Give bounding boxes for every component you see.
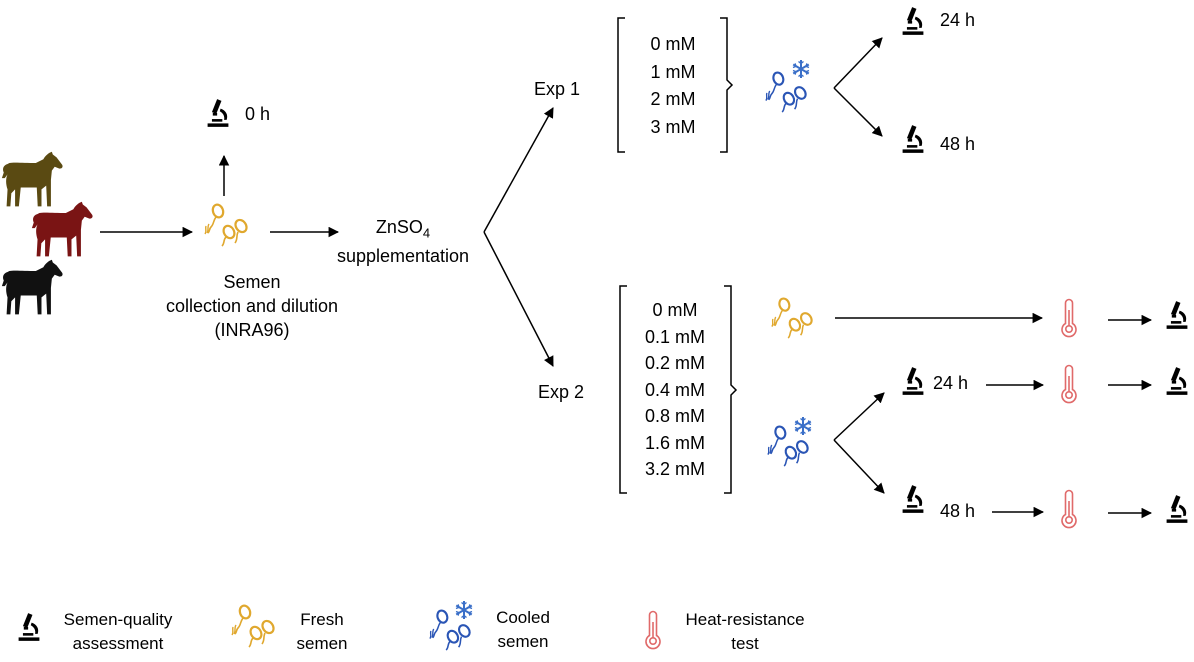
- supplementation-word: supplementation: [336, 245, 470, 266]
- exp1-concentration-list: 0 mM 1 mM 2 mM 3 mM: [623, 31, 723, 141]
- sperm-icon: [770, 296, 814, 340]
- thermometer-icon: [1061, 489, 1077, 529]
- snowflake-icon: [455, 600, 473, 620]
- concentration-item: 3 mM: [650, 116, 696, 137]
- microscope-icon: [902, 485, 924, 513]
- microscope-icon: [18, 613, 40, 641]
- microscope-icon: [1166, 367, 1188, 395]
- legend-heat-label: Heat-resistance test: [670, 608, 820, 656]
- concentration-item: 0.8 mM: [644, 406, 705, 426]
- microscope-icon: [1166, 301, 1188, 329]
- horse-icon: [31, 201, 93, 257]
- concentration-item: 3.2 mM: [644, 459, 705, 479]
- microscope-icon: [902, 125, 924, 153]
- legend-line: Fresh: [300, 610, 344, 629]
- supplementation-label: ZnSO4 supplementation: [318, 216, 488, 267]
- legend-fresh-label: Fresh semen: [282, 608, 362, 656]
- concentration-item: 2 mM: [650, 89, 696, 110]
- legend-line: semen: [296, 634, 348, 653]
- exp1-label: Exp 1: [534, 79, 581, 99]
- microscope-icon: [902, 367, 924, 395]
- concentration-item: 1.6 mM: [644, 432, 705, 453]
- concentration-item: 0 mM: [652, 300, 698, 320]
- semen-label-line: (INRA96): [214, 320, 290, 340]
- legend-line: Heat-resistance: [685, 610, 805, 629]
- exp1-timepoint-24h: 24 h: [940, 10, 976, 30]
- timepoint-0h: 0 h: [245, 104, 271, 124]
- legend-line: Cooled: [496, 608, 550, 627]
- semen-label-line: Semen: [223, 272, 281, 292]
- sperm-icon: [428, 608, 472, 652]
- legend-line: assessment: [72, 634, 164, 653]
- sperm-icon: [230, 603, 276, 649]
- horse-icon: [1, 259, 63, 315]
- exp1-timepoint-48h: 48 h: [940, 134, 976, 154]
- microscope-icon: [902, 7, 924, 35]
- legend-quality-label: Semen-quality assessment: [48, 608, 188, 656]
- legend-line: Semen-quality: [63, 610, 173, 629]
- snowflake-icon: [794, 416, 812, 436]
- thermometer-icon: [645, 610, 661, 650]
- exp2-timepoint-48h: 48 h: [940, 501, 976, 521]
- horse-icon: [1, 151, 63, 207]
- semen-collection-label: Semen collection and dilution (INRA96): [162, 270, 342, 342]
- compound-subscript: 4: [422, 225, 431, 241]
- compound-name: ZnSO: [375, 217, 423, 237]
- legend-cooled-label: Cooled semen: [483, 606, 563, 654]
- legend-line: test: [731, 634, 759, 653]
- legend-line: semen: [497, 632, 549, 651]
- concentration-item: 0.4 mM: [644, 379, 705, 400]
- exp2-timepoint-24h: 24 h: [933, 373, 969, 393]
- thermometer-icon: [1061, 364, 1077, 404]
- semen-label-line: collection and dilution: [165, 296, 339, 316]
- sperm-icon: [203, 202, 249, 248]
- concentration-item: 0.2 mM: [644, 353, 705, 373]
- exp2-label: Exp 2: [538, 382, 585, 402]
- microscope-icon: [1166, 495, 1188, 523]
- microscope-icon: [207, 99, 229, 127]
- concentration-item: 0 mM: [650, 34, 696, 54]
- concentration-item: 1 mM: [650, 61, 696, 82]
- thermometer-icon: [1061, 298, 1077, 338]
- concentration-item: 0.1 mM: [644, 326, 705, 347]
- exp2-concentration-list: 0 mM 0.1 mM 0.2 mM 0.4 mM 0.8 mM 1.6 mM …: [625, 297, 725, 483]
- snowflake-icon: [792, 59, 810, 79]
